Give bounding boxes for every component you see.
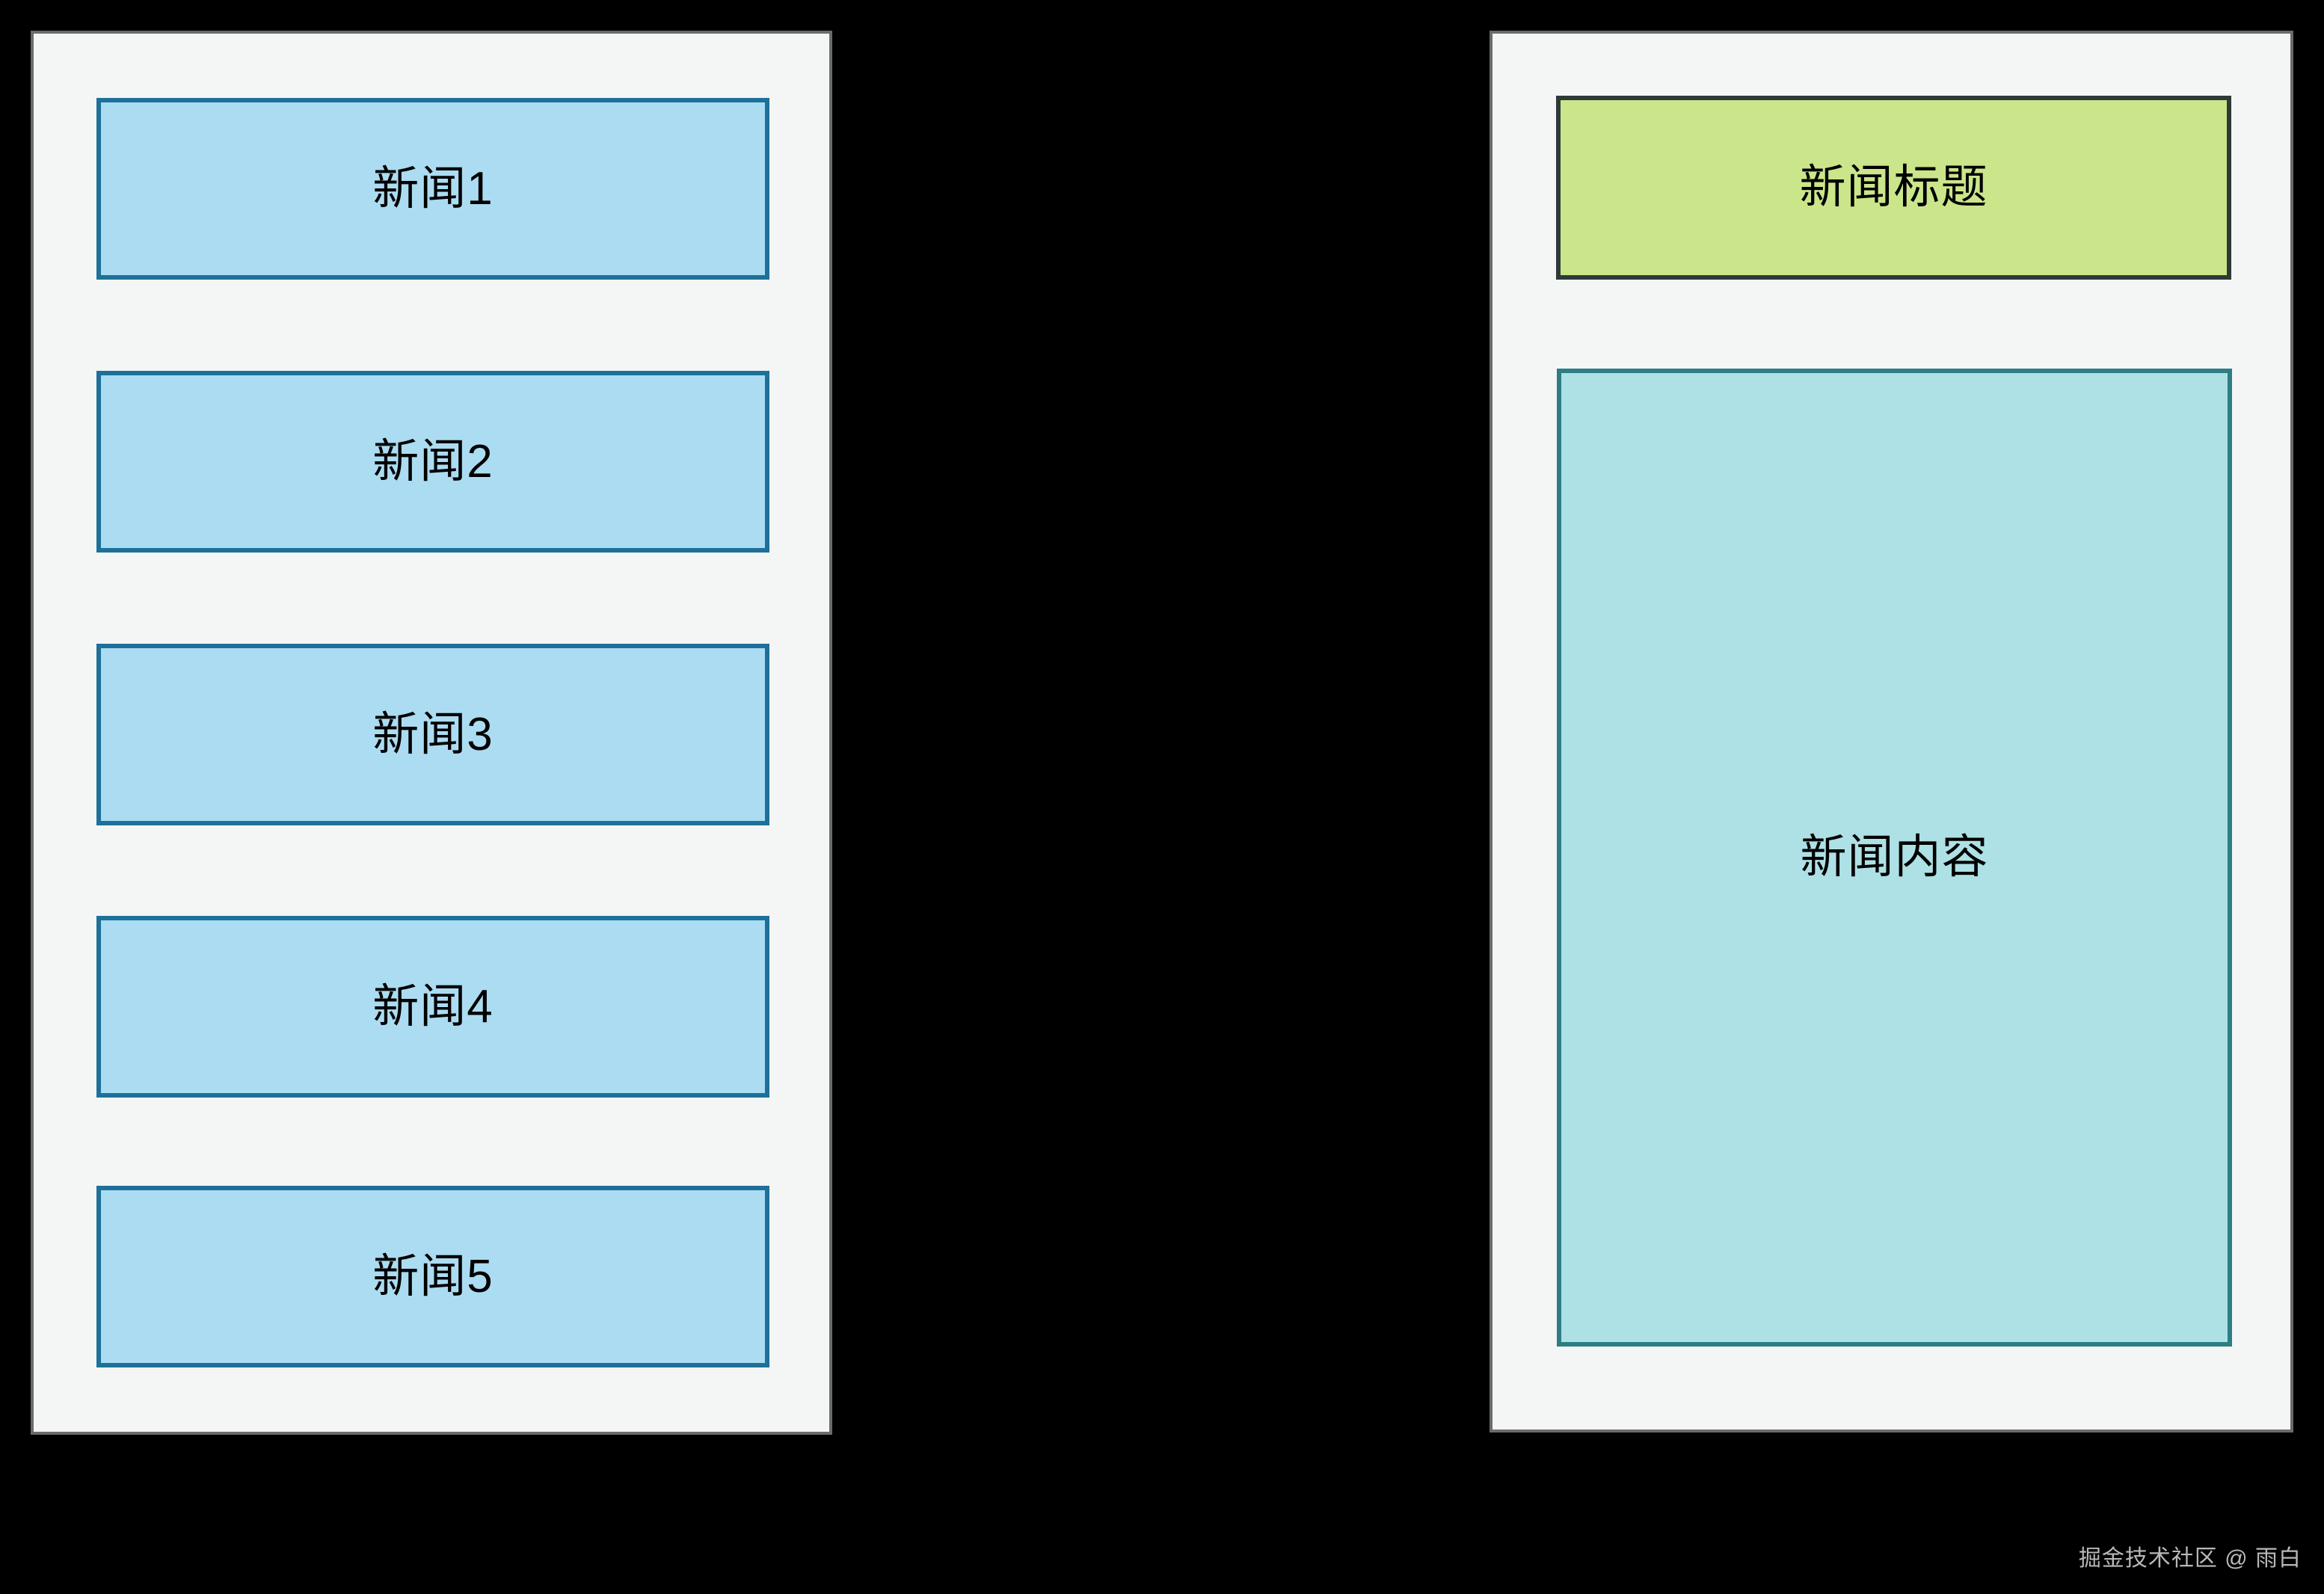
watermark: 掘金技术社区 @ 雨白 xyxy=(2078,1546,2302,1571)
news-list-item-label: 新闻1 xyxy=(372,162,494,215)
news-list-item-label: 新闻2 xyxy=(372,435,494,487)
news-title-label: 新闻标题 xyxy=(1799,161,1988,213)
news-list-item-1[interactable]: 新闻1 xyxy=(96,98,769,280)
news-detail-screen: 新闻标题 新闻内容 xyxy=(1490,31,2293,1433)
news-title-block[interactable]: 新闻标题 xyxy=(1556,96,2231,280)
news-list-item-label: 新闻5 xyxy=(372,1250,494,1302)
news-content-block[interactable]: 新闻内容 xyxy=(1557,369,2232,1347)
news-list-item-5[interactable]: 新闻5 xyxy=(96,1186,769,1367)
news-list-item-2[interactable]: 新闻2 xyxy=(96,371,769,553)
news-content-label: 新闻内容 xyxy=(1800,831,1989,883)
news-list-item-label: 新闻4 xyxy=(372,980,494,1033)
news-list-item-3[interactable]: 新闻3 xyxy=(96,644,769,825)
news-list-screen: 新闻1 新闻2 新闻3 新闻4 新闻5 xyxy=(31,31,832,1435)
news-list-item-4[interactable]: 新闻4 xyxy=(96,916,769,1098)
news-list-item-label: 新闻3 xyxy=(372,708,494,760)
